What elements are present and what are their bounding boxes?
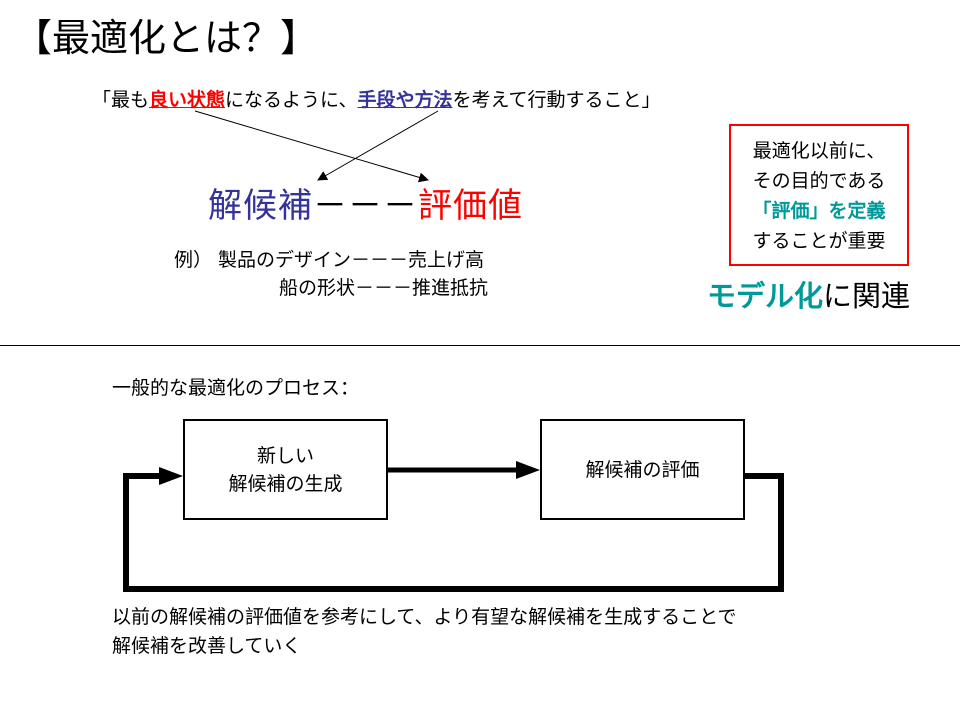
page-title: 【最適化とは？】: [14, 16, 319, 60]
footer-line-1: 以前の解候補の評価値を参考にして、より有望な解候補を生成することで: [112, 606, 737, 628]
note-line-1: 最適化以前に、: [752, 140, 886, 162]
note-box: 最適化以前に、 その目的である 「評価」を定義 することが重要: [729, 124, 909, 266]
box2-label: 解候補の評価: [585, 458, 700, 481]
feedback-loop-line: [123, 473, 784, 592]
candidate-evaluation-row: 解候補－－－評価値: [208, 183, 523, 229]
definition-middle: になるように、: [225, 89, 358, 111]
evaluation-label: 評価値: [418, 186, 523, 226]
arrow-means-to-candidate: [317, 110, 439, 181]
definition-means: 手段や方法: [357, 89, 453, 111]
box1-line-2: 解候補の生成: [228, 472, 343, 495]
example-line-2: 船の形状－－－推進抵抗: [279, 277, 489, 299]
definition-text: 「最も良い状態になるように、手段や方法を考えて行動すること」: [92, 86, 661, 114]
definition-good-state: 良い状態: [149, 89, 226, 111]
box1-line-1: 新しい: [256, 444, 314, 467]
footer-line-2: 解候補を改善していく: [112, 635, 302, 657]
arrow-generate-to-evaluate-head: [516, 461, 540, 479]
example-line-1: 例） 製品のデザイン－－－売上げ高: [174, 249, 485, 271]
model-highlight: モデル化: [707, 279, 824, 313]
feedback-loop-arrowhead: [159, 467, 183, 485]
evaluate-candidate-box: 解候補の評価: [540, 419, 745, 520]
model-rest: に関連: [823, 279, 911, 313]
definition-end: を考えて行動すること」: [452, 89, 661, 111]
arrow-good-state-to-evaluation: [194, 110, 429, 183]
model-text: モデル化に関連: [707, 276, 910, 316]
note-line-3: 「評価」を定義: [752, 200, 886, 222]
definition-open: 「最も: [92, 89, 150, 111]
process-title: 一般的な最適化のプロセス：: [112, 377, 360, 399]
generate-candidate-box: 新しい 解候補の生成: [183, 419, 388, 520]
note-line-2: その目的である: [752, 170, 886, 192]
dash-connector: －－－: [313, 186, 418, 226]
section-divider: [0, 345, 960, 346]
note-line-4: することが重要: [752, 230, 886, 252]
candidate-label: 解候補: [208, 186, 313, 226]
